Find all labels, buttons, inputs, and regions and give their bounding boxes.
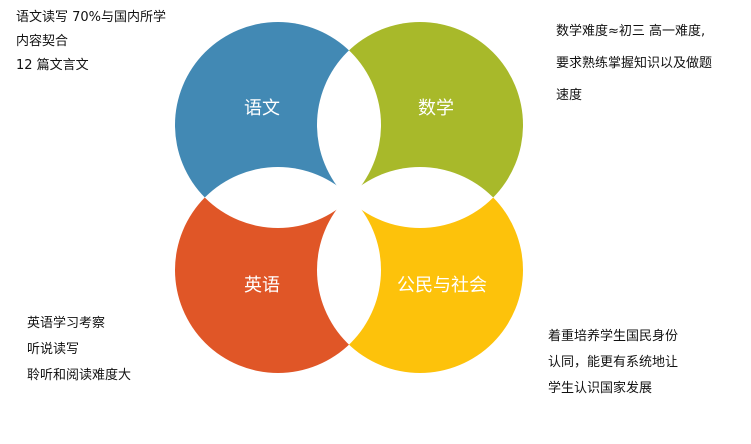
- note-line: 学生认识国家发展: [548, 381, 653, 396]
- english-circle: [175, 167, 381, 373]
- note-line: 12 篇文言文: [16, 58, 89, 73]
- english-notes: 英语学习考察 听说读写 聆听和阅读难度大: [27, 311, 131, 389]
- note-line: 速度: [556, 88, 583, 103]
- chinese-circle: [175, 22, 381, 228]
- note-line: 英语学习考察: [27, 316, 106, 331]
- chinese-label: 语文: [244, 98, 280, 119]
- note-line: 认同，能更有系统地让: [548, 355, 679, 370]
- civics-notes: 着重培养学生国民身份 认同，能更有系统地让 学生认识国家发展: [548, 324, 678, 402]
- note-line: 听说读写: [27, 342, 80, 357]
- note-line: 语文读写 70%与国内所学: [16, 10, 167, 25]
- chinese-notes: 语文读写 70%与国内所学 内容契合 12 篇文言文: [16, 6, 166, 78]
- math-notes: 数学难度≈初三 高一难度, 要求熟练掌握知识以及做题 速度: [556, 16, 712, 112]
- english-label: 英语: [244, 275, 280, 296]
- civics-label: 公民与社会: [397, 275, 487, 296]
- math-circle: [317, 22, 523, 228]
- math-label: 数学: [418, 98, 454, 119]
- note-line: 内容契合: [16, 34, 69, 49]
- note-line: 数学难度≈初三 高一难度,: [556, 24, 706, 39]
- note-line: 着重培养学生国民身份: [548, 329, 679, 344]
- civics-circle: [317, 167, 523, 373]
- note-line: 聆听和阅读难度大: [27, 368, 132, 383]
- note-line: 要求熟练掌握知识以及做题: [556, 56, 713, 71]
